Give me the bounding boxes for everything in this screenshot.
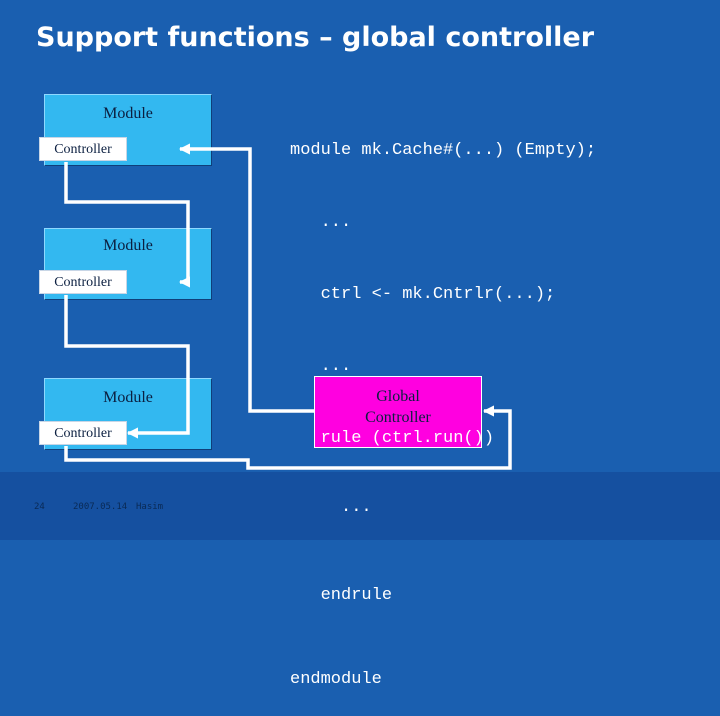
global-controller-line-2: Controller [365,409,431,426]
wire-controller-1-to-controller-2 [64,162,191,288]
code-line: ... [290,357,352,376]
module-label: Module [103,105,153,122]
code-line: module mk.Cache#(...) (Empty); [290,141,597,160]
slide-title: Support functions – global controller [36,22,595,53]
controller-label: Controller [54,142,112,157]
controller-box-1: Controller [39,137,127,161]
code-line: ... [290,498,372,517]
footer-author: Hasim [136,502,164,512]
footer-date: 2007.05.14 [73,502,128,512]
controller-label: Controller [54,275,112,290]
global-controller-label: Global Controller [315,386,481,428]
global-controller-box: Global Controller [314,376,482,448]
wire-controller-3-to-global [64,405,512,470]
code-listing: module mk.Cache#(...) (Empty); ... ctrl … [290,91,596,716]
global-controller-line-1: Global [376,388,420,405]
code-line: endrule [290,586,393,605]
connection-wires [64,143,512,470]
controller-box-2: Controller [39,270,127,294]
code-line: rule (ctrl.run()) [290,429,495,448]
wire-controller-2-to-controller-3 [64,295,190,439]
module-label: Module [103,237,153,254]
code-line: ... [290,213,352,232]
code-line: endmodule [290,670,382,689]
controller-label: Controller [54,426,112,441]
footer-band [0,472,720,540]
wire-global-to-controller-1 [178,143,314,413]
module-label: Module [103,389,153,406]
code-line: ctrl <- mk.Cntrlr(...); [290,285,556,304]
controller-box-3: Controller [39,421,127,445]
page-number: 24 [34,502,45,512]
